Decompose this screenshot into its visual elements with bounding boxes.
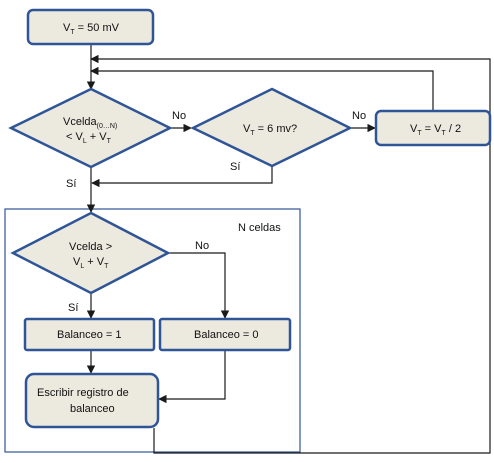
svg-text:< VL + VT: < VL + VT bbox=[66, 131, 112, 145]
connector-d3-no bbox=[167, 252, 230, 319]
svg-text:VT = 6 mv?: VT = 6 mv? bbox=[243, 123, 297, 137]
svg-text:VL + VT: VL + VT bbox=[73, 256, 109, 270]
label-si-d2: Sí bbox=[230, 161, 240, 173]
node-decision-1: Vcelda(0…N) < VL + VT bbox=[8, 87, 173, 169]
svg-text:Escribir registro de: Escribir registro de bbox=[37, 387, 129, 399]
connector-outer-loop bbox=[90, 54, 491, 454]
svg-text:VT = VT / 2: VT = VT / 2 bbox=[410, 123, 461, 137]
group-label: N celdas bbox=[238, 222, 281, 234]
label-no-d1: No bbox=[172, 110, 186, 122]
label-no-d3: No bbox=[195, 240, 209, 252]
label-si-d1: Sí bbox=[66, 178, 76, 190]
label-si-d3: Sí bbox=[68, 302, 78, 314]
connector-halve-loop bbox=[90, 66, 434, 111]
svg-text:VT = 50 mV: VT = 50 mV bbox=[63, 22, 120, 36]
n-celdas-group bbox=[4, 208, 301, 453]
node-halve: VT = VT / 2 bbox=[374, 109, 492, 147]
node-decision-2: VT = 6 mv? bbox=[190, 87, 353, 168]
svg-text:Vcelda(0…N): Vcelda(0…N) bbox=[63, 116, 117, 130]
label-no-d2: No bbox=[352, 110, 366, 122]
node-decision-3: Vcelda > VL + VT bbox=[10, 211, 171, 295]
svg-text:Balanceo = 1: Balanceo = 1 bbox=[57, 329, 122, 341]
node-balanceo-0: Balanceo = 0 bbox=[158, 317, 292, 352]
connector-bal0-write bbox=[158, 350, 226, 404]
connector-d2-si bbox=[91, 166, 273, 188]
node-init: VT = 50 mV bbox=[26, 8, 155, 46]
svg-text:Vcelda >: Vcelda > bbox=[69, 241, 112, 253]
svg-text:Balanceo = 0: Balanceo = 0 bbox=[194, 329, 259, 341]
node-write-register: Escribir registro de balanceo bbox=[24, 372, 160, 429]
node-balanceo-1: Balanceo = 1 bbox=[23, 317, 156, 352]
connectors bbox=[86, 44, 491, 454]
svg-text:balanceo: balanceo bbox=[70, 403, 115, 415]
